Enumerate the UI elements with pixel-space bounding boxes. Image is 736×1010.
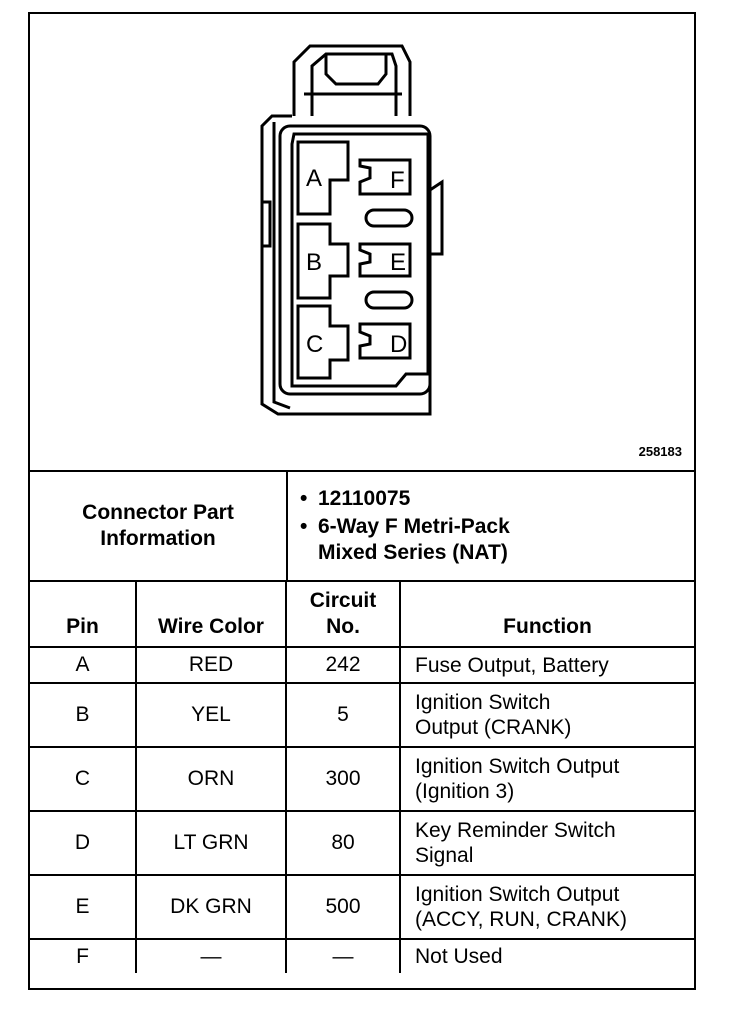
cell-pin: D [30,810,137,876]
connector-type: 6-Way F Metri-Pack Mixed Series (NAT) [288,514,510,566]
cell-circuit: 500 [285,874,401,940]
cell-wire-color: LT GRN [135,810,287,876]
connector-sheet: A F B E C D 258183 Connector Part Inform… [28,12,696,990]
cell-pin: E [30,874,137,940]
pin-label-f: F [390,167,405,194]
pin-label-d: D [390,331,407,358]
connector-diagram: A F B E C D 258183 [30,14,694,470]
table-header-row: Pin Wire Color Circuit No. Function [30,582,694,648]
cell-function: Ignition Switch Output (ACCY, RUN, CRANK… [399,874,694,940]
cell-wire-color: — [135,938,287,973]
table-row: B YEL 5 Ignition Switch Output (CRANK) [30,682,694,748]
connector-part-info: Connector Part Information 12110075 6-Wa… [30,470,694,582]
pin-label-a: A [306,165,322,192]
table-row: E DK GRN 500 Ignition Switch Output (ACC… [30,874,694,940]
cell-function: Ignition Switch Output (CRANK) [399,682,694,748]
part-number: 12110075 [288,486,510,512]
pin-label-b: B [306,249,322,276]
cell-function: Ignition Switch Output (Ignition 3) [399,746,694,812]
cell-wire-color: RED [135,646,287,684]
connector-face-drawing: A F B E C D [260,44,444,416]
cell-wire-color: YEL [135,682,287,748]
cell-circuit: 80 [285,810,401,876]
table-row: C ORN 300 Ignition Switch Output (Igniti… [30,746,694,812]
info-list: 12110075 6-Way F Metri-Pack Mixed Series… [288,486,510,568]
cell-pin: C [30,746,137,812]
header-pin: Pin [30,582,137,648]
cell-circuit: 242 [285,646,401,684]
cell-pin: F [30,938,137,973]
table-row: F — — Not Used [30,938,694,973]
cell-circuit: 5 [285,682,401,748]
pin-label-c: C [306,331,323,358]
table-row: D LT GRN 80 Key Reminder Switch Signal [30,810,694,876]
info-label: Connector Part Information [30,472,288,580]
cell-circuit: — [285,938,401,973]
header-circuit: Circuit No. [285,582,401,648]
cell-wire-color: ORN [135,746,287,812]
cell-pin: B [30,682,137,748]
header-wire-color: Wire Color [135,582,287,648]
pin-table: Pin Wire Color Circuit No. Function A RE… [30,582,694,973]
cell-wire-color: DK GRN [135,874,287,940]
table-row: A RED 242 Fuse Output, Battery [30,646,694,684]
figure-number: 258183 [638,444,682,459]
pin-label-e: E [390,249,406,276]
header-function: Function [399,582,694,648]
cell-function: Not Used [399,938,694,973]
cell-circuit: 300 [285,746,401,812]
cell-function: Key Reminder Switch Signal [399,810,694,876]
cell-function: Fuse Output, Battery [399,646,694,684]
cell-pin: A [30,646,137,684]
